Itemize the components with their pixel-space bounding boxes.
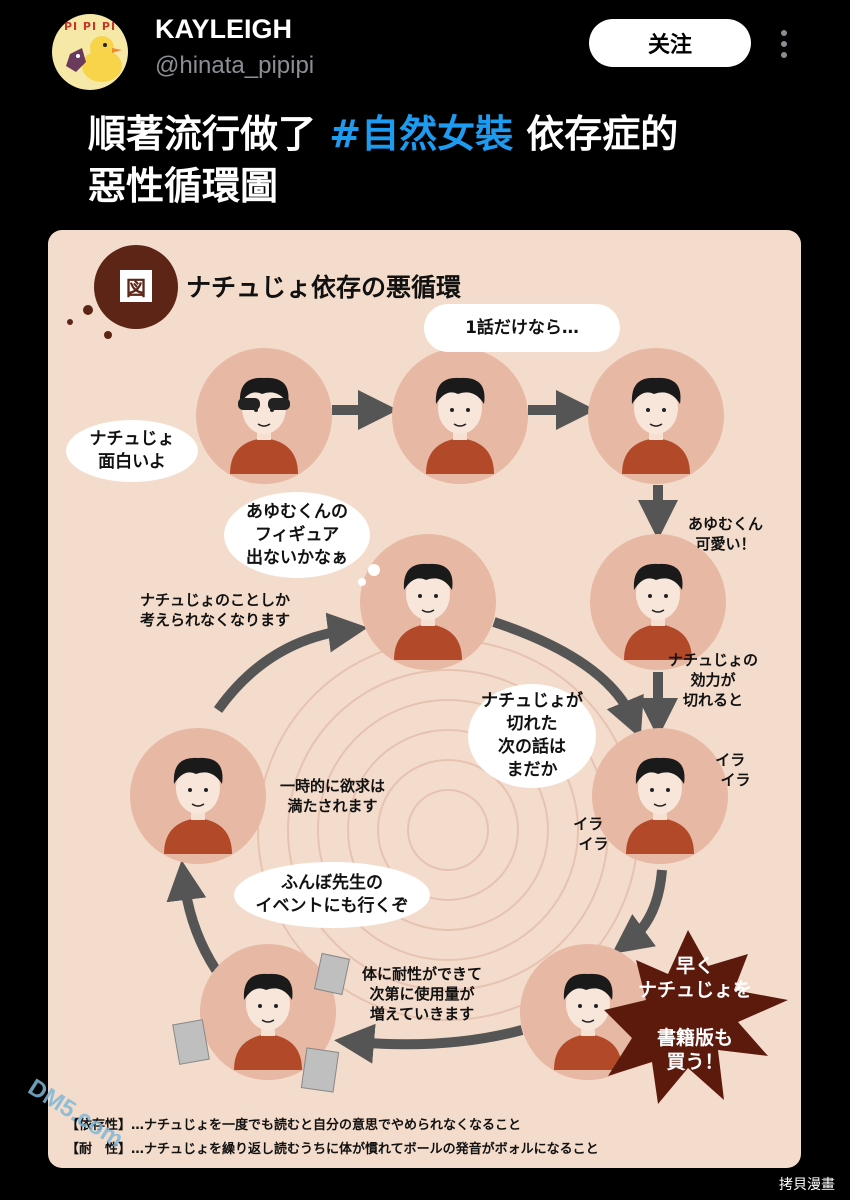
speech-bubble-4: ナチュじょが 切れた 次の話は まだか bbox=[468, 684, 596, 788]
user-name[interactable]: KAYLEIGH bbox=[155, 14, 293, 44]
label-wears-off: ナチュじょの 効力が 切れると bbox=[668, 651, 759, 709]
label-satisfied: 一時的に欲求は 満たされます bbox=[280, 777, 386, 815]
label-tolerance: 体に耐性ができて 次第に使用量が 増えていきます bbox=[362, 965, 483, 1023]
hashtag-link[interactable]: #自然女裝 bbox=[329, 112, 514, 156]
watermark-site: 拷貝漫畫 bbox=[776, 1174, 838, 1194]
footnote-dependency: 【依存性】…ナチュじょを一度でも読むと自分の意思でやめられなくなること bbox=[66, 1118, 522, 1133]
post-text-end: 依存症的 bbox=[513, 112, 679, 156]
post-text: 順著流行做了 #自然女裝 依存症的 惡性循環圖 bbox=[88, 108, 808, 212]
label-cute: あゆむくん 可愛い！ bbox=[688, 515, 764, 553]
user-handle[interactable]: @hinata_pipipi bbox=[155, 52, 315, 79]
vertical-ellipsis-icon[interactable] bbox=[774, 28, 794, 60]
thought-bubble: あゆむくんの フィギュア 出ないかなぁ bbox=[224, 492, 370, 578]
burst-text: 早く ナチュじょを 書籍版も 買う！ bbox=[638, 955, 753, 1073]
label-irritated-2: イラ イラ bbox=[573, 815, 609, 853]
avatar[interactable]: PI PI PI bbox=[52, 14, 128, 90]
label-irritated-1: イラ イラ bbox=[715, 751, 751, 789]
burst-star bbox=[604, 930, 788, 1104]
figure-badge: 図 bbox=[120, 270, 152, 302]
speech-bubble-2: 1話だけなら… bbox=[424, 304, 620, 352]
avatar-text: PI PI PI bbox=[63, 20, 117, 33]
duck-icon bbox=[66, 36, 122, 82]
figure-title: ナチュじょ依存の悪循環 bbox=[186, 273, 462, 302]
cycle-diagram bbox=[67, 245, 788, 1104]
cycle-arrows bbox=[166, 612, 667, 1064]
label-only-think: ナチュじょのことしか 考えられなくなります bbox=[140, 591, 291, 629]
flow-arrows bbox=[332, 390, 678, 738]
post-text-line2: 惡性循環圖 bbox=[88, 164, 279, 208]
footnote-tolerance: 【耐 性】…ナチュじょを繰り返し読むうちに体が慣れてボールの発音がボォルになるこ… bbox=[66, 1142, 599, 1157]
infographic-image[interactable]: 図 ナチュじょ依存の悪循環 ナチュじょ 面白いよ 1話だけなら… あゆむくんの … bbox=[48, 230, 801, 1168]
manga-volumes bbox=[172, 952, 351, 1093]
follow-button[interactable]: 关注 bbox=[589, 19, 751, 67]
speech-bubble-5: ふんぼ先生の イベントにも行くぞ bbox=[234, 862, 430, 928]
speech-bubble-1: ナチュじょ 面白いよ bbox=[66, 420, 198, 482]
post-text-start: 順著流行做了 bbox=[88, 112, 330, 156]
